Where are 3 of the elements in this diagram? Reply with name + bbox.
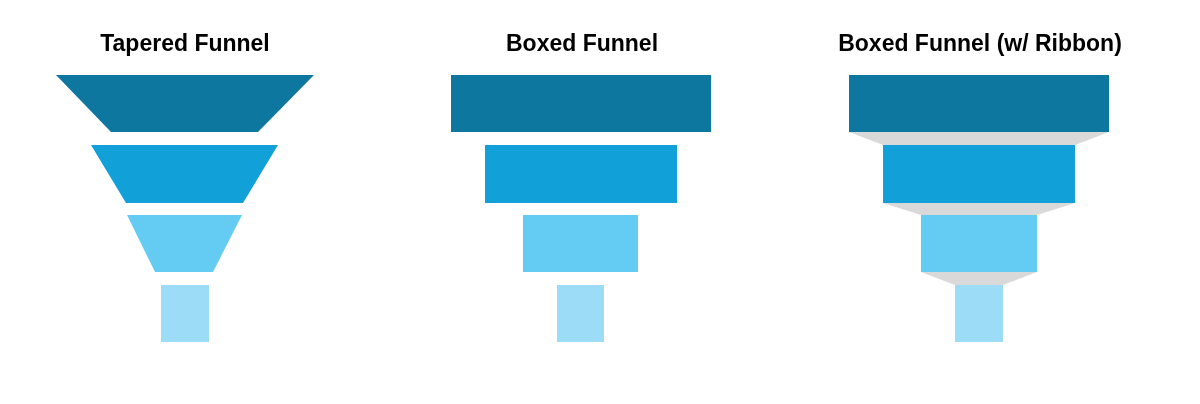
funnel-title: Boxed Funnel (w/ Ribbon)	[838, 30, 1122, 57]
funnel-title: Tapered Funnel	[100, 30, 270, 57]
funnel-title: Boxed Funnel	[505, 30, 659, 57]
